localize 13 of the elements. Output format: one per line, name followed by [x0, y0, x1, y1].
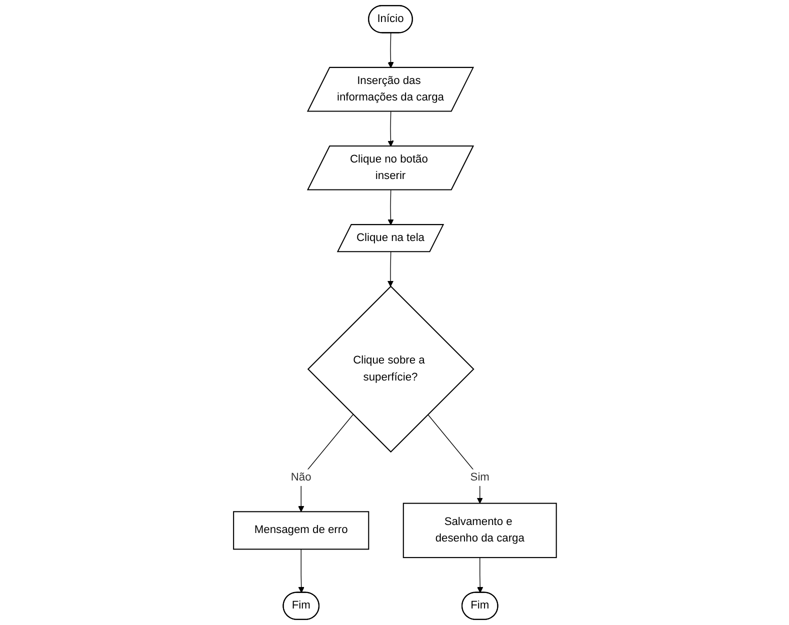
node-box: Mensagem de erro — [232, 511, 369, 550]
edge-label: Sim — [470, 471, 489, 484]
arrow — [476, 557, 483, 593]
arrow — [387, 190, 394, 226]
node-diamond: Clique sobre a superfície? — [306, 286, 474, 453]
arrow — [298, 548, 304, 593]
arrow — [387, 111, 394, 147]
arrow — [298, 414, 353, 512]
edge-label: Não — [290, 471, 311, 484]
node-box: Salvamento e desenho da carga — [402, 502, 556, 558]
arrow — [427, 414, 482, 504]
arrow — [387, 32, 394, 68]
arrow — [386, 252, 394, 287]
